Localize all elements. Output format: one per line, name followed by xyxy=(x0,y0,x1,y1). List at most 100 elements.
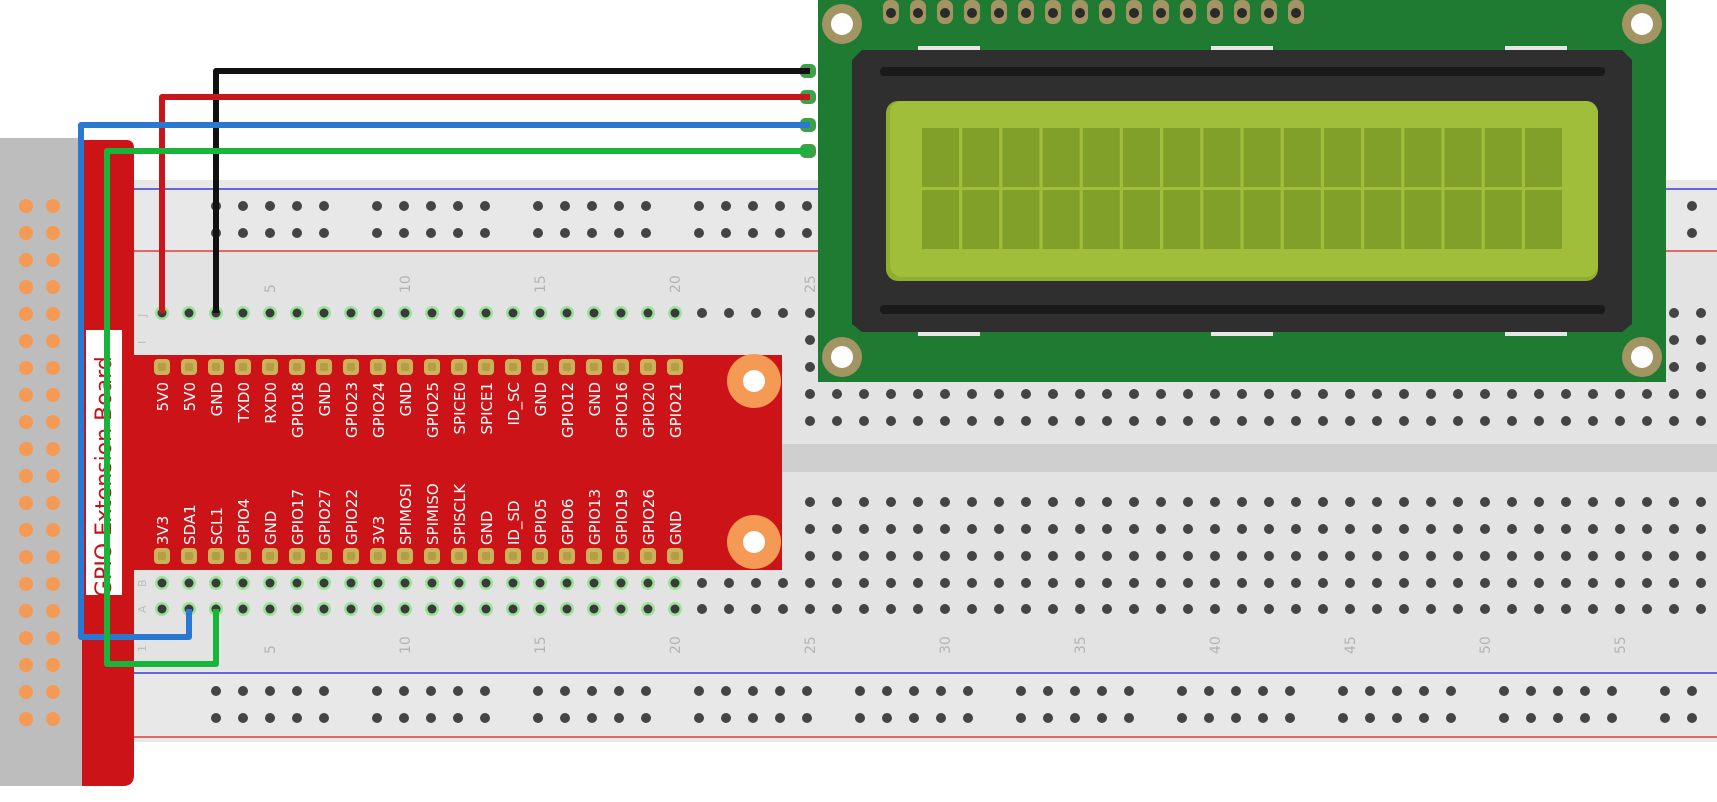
row-letter: B xyxy=(136,579,149,587)
breadboard-hole xyxy=(859,551,869,561)
breadboard-hole xyxy=(1372,524,1382,534)
row-letter: 1 xyxy=(136,645,149,652)
breadboard-hole xyxy=(1669,524,1679,534)
breadboard-hole xyxy=(1291,551,1301,561)
breadboard-hole xyxy=(1534,604,1544,614)
breadboard-hole xyxy=(1318,416,1328,426)
rail-hole xyxy=(1607,686,1617,696)
pin-label-bottom: SPISCLK xyxy=(451,483,469,545)
rail-hole xyxy=(1204,713,1214,723)
red-wire[interactable] xyxy=(159,94,810,313)
pin-label-top: 5V0 xyxy=(154,382,172,411)
rail-hole xyxy=(1660,686,1670,696)
breadboard-hole xyxy=(1453,604,1463,614)
breadboard-hole xyxy=(805,389,815,399)
rail-hole xyxy=(614,228,624,238)
breadboard-hole xyxy=(859,497,869,507)
breadboard-hole xyxy=(1372,604,1382,614)
ribbon-pin xyxy=(19,442,33,456)
ribbon-pin xyxy=(19,199,33,213)
black-wire[interactable] xyxy=(213,68,810,313)
ribbon-pin xyxy=(19,361,33,375)
breadboard-hole xyxy=(994,604,1004,614)
breadboard-hole xyxy=(913,524,923,534)
rail-hole xyxy=(533,201,543,211)
breadboard-hole xyxy=(1480,416,1490,426)
breadboard-hole xyxy=(1426,497,1436,507)
breadboard-hole xyxy=(292,308,302,318)
breadboard-hole xyxy=(265,578,275,588)
green-wire[interactable] xyxy=(104,148,810,667)
breadboard-hole xyxy=(1291,524,1301,534)
breadboard-hole xyxy=(994,389,1004,399)
breadboard-hole xyxy=(1237,497,1247,507)
breadboard-hole xyxy=(1048,416,1058,426)
breadboard-hole xyxy=(994,578,1004,588)
pin-label-top: GPIO25 xyxy=(424,382,442,438)
breadboard-hole xyxy=(1183,497,1193,507)
breadboard-hole xyxy=(1588,524,1598,534)
pin-label-top: GPIO23 xyxy=(343,382,361,438)
lcd-cell xyxy=(962,190,1000,249)
breadboard-hole xyxy=(238,604,248,614)
breadboard-hole xyxy=(1075,578,1085,588)
breadboard-hole xyxy=(1696,308,1706,318)
rail-hole xyxy=(802,228,812,238)
rail-hole xyxy=(1580,713,1590,723)
row-letter: I xyxy=(136,341,149,344)
rail-hole xyxy=(1016,713,1026,723)
breadboard-hole xyxy=(670,308,680,318)
breadboard-hole xyxy=(859,389,869,399)
breadboard-hole xyxy=(1156,604,1166,614)
ribbon-connector xyxy=(0,138,82,786)
breadboard-hole xyxy=(643,578,653,588)
breadboard-hole xyxy=(1696,335,1706,345)
pin-label-bottom: GPIO22 xyxy=(343,489,361,545)
blue-wire[interactable] xyxy=(78,122,810,640)
breadboard-hole xyxy=(184,578,194,588)
breadboard-hole xyxy=(886,604,896,614)
breadboard-hole xyxy=(859,416,869,426)
breadboard-hole xyxy=(292,578,302,588)
pin-label-top: GPIO21 xyxy=(667,382,685,438)
rail-hole xyxy=(1687,201,1697,211)
breadboard-hole xyxy=(1102,416,1112,426)
breadboard-hole xyxy=(1669,497,1679,507)
rail-hole xyxy=(1392,686,1402,696)
ribbon-pin xyxy=(46,712,60,726)
breadboard-hole xyxy=(1426,604,1436,614)
ribbon-pin xyxy=(46,550,60,564)
breadboard-hole xyxy=(508,308,518,318)
lcd-cell xyxy=(1002,190,1040,249)
breadboard-hole xyxy=(832,497,842,507)
rail-hole xyxy=(265,713,275,723)
breadboard-hole xyxy=(1372,497,1382,507)
breadboard-hole xyxy=(1669,362,1679,372)
rail-hole xyxy=(1204,686,1214,696)
rail-hole xyxy=(694,686,704,696)
rail-hole xyxy=(775,228,785,238)
breadboard-hole xyxy=(1453,578,1463,588)
breadboard-hole xyxy=(697,308,707,318)
breadboard-hole xyxy=(1615,604,1625,614)
breadboard-hole xyxy=(481,578,491,588)
breadboard-hole xyxy=(346,578,356,588)
breadboard-hole xyxy=(1507,416,1517,426)
breadboard-hole xyxy=(1561,604,1571,614)
breadboard-hole xyxy=(1399,416,1409,426)
breadboard-hole xyxy=(805,416,815,426)
ribbon-pin xyxy=(46,334,60,348)
pin-label-bottom: SPIMOSI xyxy=(397,483,415,545)
rail-hole xyxy=(265,201,275,211)
breadboard-hole xyxy=(1183,524,1193,534)
pin-label-bottom: GPIO5 xyxy=(532,499,550,545)
rail-hole xyxy=(480,201,490,211)
lcd-cell xyxy=(922,128,959,187)
ribbon-pin xyxy=(19,523,33,537)
column-number: 20 xyxy=(668,636,684,654)
pin-label-bottom: GPIO27 xyxy=(316,489,334,545)
breadboard-hole xyxy=(1480,604,1490,614)
ribbon-pin xyxy=(19,604,33,618)
rail-hole xyxy=(292,713,302,723)
breadboard-hole xyxy=(994,497,1004,507)
